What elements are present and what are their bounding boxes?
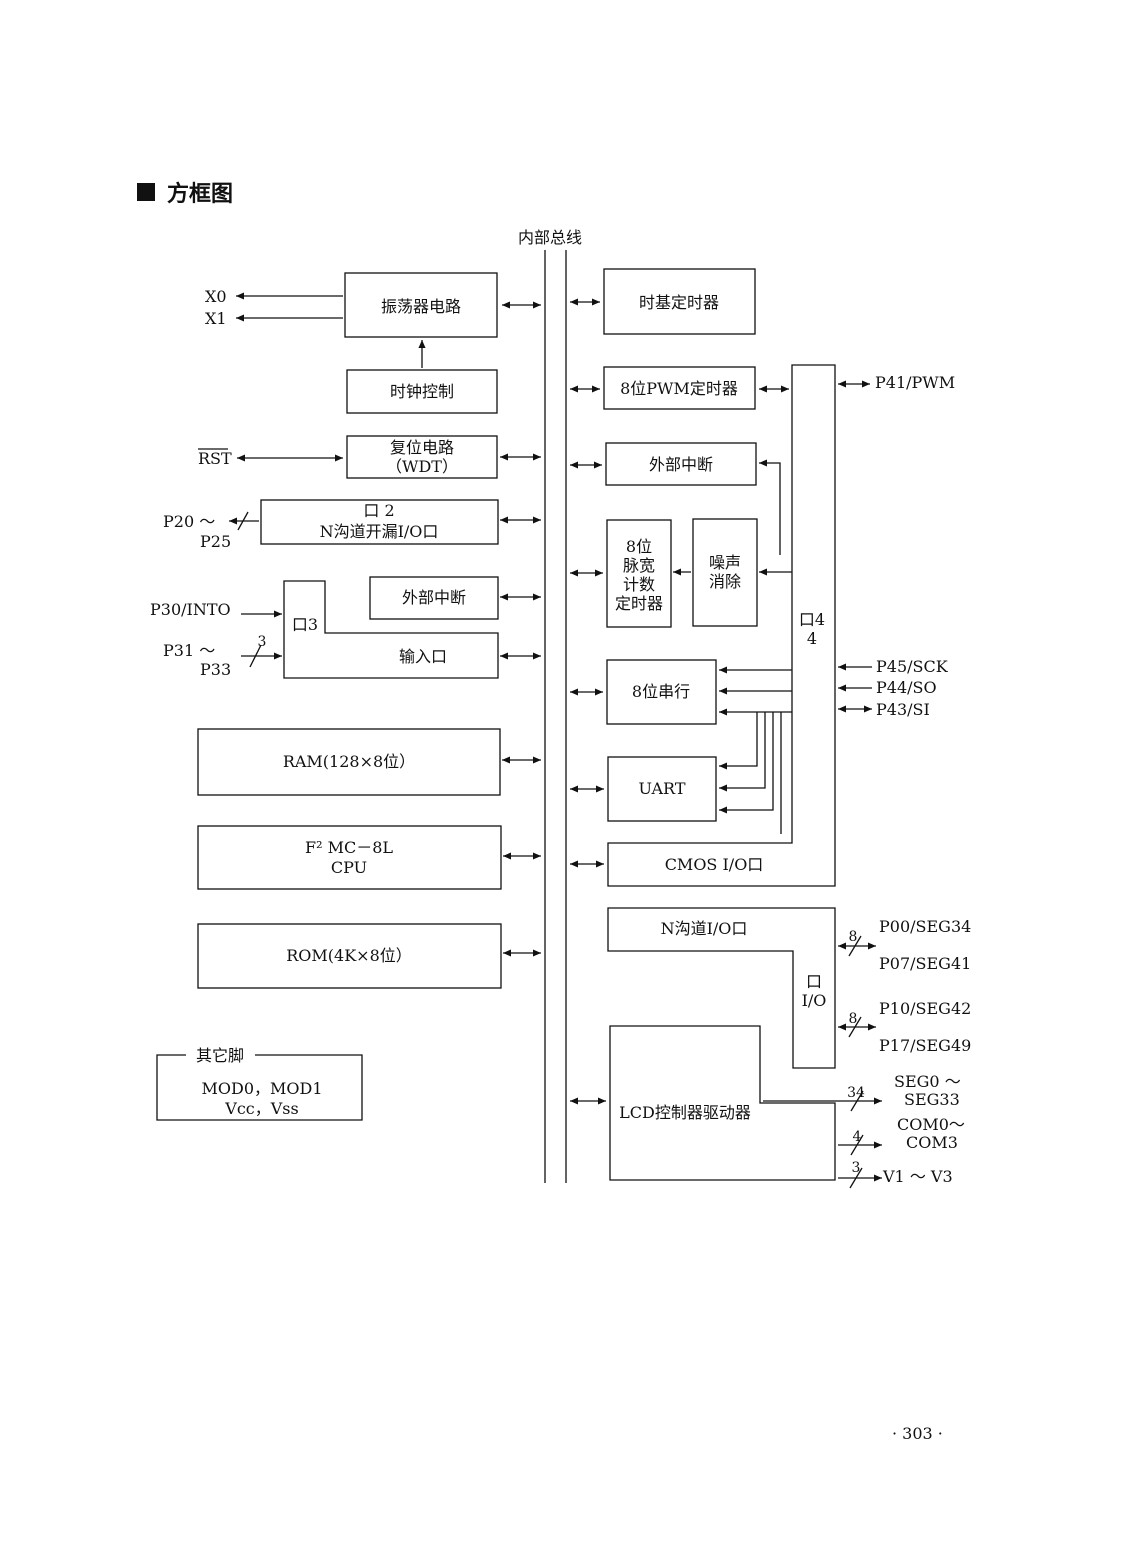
ext-int-right-box — [605, 442, 757, 486]
uart-label: UART — [639, 779, 686, 798]
uart-in-arrow-1 — [719, 712, 758, 770]
nch-io-box — [607, 907, 836, 1069]
serial-label: 8位串行 — [632, 682, 690, 701]
timebase-label: 时基定时器 — [639, 293, 719, 312]
rom-box — [197, 923, 502, 989]
width-port3: 3 — [258, 634, 267, 650]
v-slash — [849, 1167, 863, 1189]
ram-label: RAM(128×8位） — [283, 752, 415, 771]
pin-p41: P41/PWM — [875, 373, 955, 392]
pwm-box — [603, 366, 756, 410]
pin-p17: P17/SEG49 — [879, 1036, 971, 1055]
pwm-label: 8位PWM定时器 — [620, 379, 738, 398]
pin-p00: P00/SEG34 — [879, 917, 971, 936]
pin-p25: P25 — [200, 532, 231, 551]
cpu-label-1: F² MC－8L — [305, 838, 393, 857]
noise-box — [692, 518, 758, 627]
port3-label: 口3 — [292, 615, 318, 634]
port2-box — [260, 499, 499, 545]
p1-slash — [848, 1016, 862, 1038]
reset-box — [346, 435, 498, 479]
noise-label-1: 噪声 — [709, 553, 741, 572]
oscillator-box — [344, 272, 498, 338]
cpu-box — [197, 825, 502, 890]
ext-int-left-label: 外部中断 — [402, 588, 466, 607]
cmos-port4-box — [607, 364, 836, 887]
heading-text: 方框图 — [167, 182, 234, 207]
nch-io-label: N沟道I/O口 — [661, 919, 748, 938]
lcd-box — [609, 1025, 836, 1181]
cmos-io-label: CMOS I/O口 — [665, 855, 764, 874]
uart-box — [607, 756, 717, 822]
reset-label-2: （WDT） — [386, 457, 458, 476]
pin-p44: P44/SO — [876, 678, 937, 697]
pin-v: V1 ～ V3 — [882, 1167, 953, 1186]
other-pins-title: 其它脚 — [196, 1046, 244, 1065]
port4-to-extint-arrow — [759, 459, 781, 555]
other-pins-line-1: MOD0，MOD1 — [201, 1079, 322, 1098]
pin-p20: P20 ～ — [163, 512, 215, 531]
pulse-label-3: 计数 — [623, 575, 655, 594]
pin-x1: X1 — [205, 309, 227, 328]
pin-seg-b: SEG33 — [904, 1090, 960, 1109]
width-v: 3 — [852, 1160, 861, 1176]
bus-label: 内部总线 — [518, 228, 582, 247]
pin-p45: P45/SCK — [876, 657, 949, 676]
other-pins-line-2: Vcc，Vss — [224, 1099, 298, 1118]
reset-label-1: 复位电路 — [390, 438, 454, 457]
p31-slash — [249, 644, 262, 668]
clock-control-box — [346, 369, 498, 414]
port2-label-1: 口 2 — [363, 501, 394, 520]
port4-label-1: 口4 — [799, 610, 825, 629]
square-bullet-icon — [137, 183, 155, 201]
pin-p30: P30/INTO — [150, 600, 231, 619]
p20-slash — [237, 511, 249, 531]
section-heading: 方框图 — [137, 176, 233, 208]
uart-in-arrow-2 — [719, 712, 766, 792]
pulse-label-4: 定时器 — [615, 594, 663, 613]
lcd-label: LCD控制器驱动器 — [619, 1103, 751, 1122]
cpu-label-2: CPU — [331, 858, 367, 877]
ext-int-left-box — [369, 576, 499, 620]
port3-input-box — [283, 580, 499, 679]
pulse-label-2: 脉宽 — [623, 556, 655, 575]
input-port-label: 输入口 — [399, 647, 447, 666]
pin-p33: P33 — [200, 660, 231, 679]
port-io-label-2: I/O — [802, 991, 827, 1010]
port4-label-2: 4 — [807, 629, 817, 648]
page-number: · 303 · — [892, 1424, 943, 1443]
pin-p31: P31 ～ — [163, 641, 215, 660]
oscillator-label: 振荡器电路 — [381, 297, 461, 316]
uart-in-arrow-3 — [719, 712, 774, 814]
ext-int-right-label: 外部中断 — [649, 455, 713, 474]
width-seg: 34 — [847, 1085, 865, 1101]
pin-com-b: COM3 — [906, 1133, 958, 1152]
seg-slash — [850, 1090, 864, 1112]
pin-p07: P07/SEG41 — [879, 954, 971, 973]
pin-p10: P10/SEG42 — [879, 999, 971, 1018]
width-com: 4 — [853, 1129, 862, 1145]
port2-label-2: N沟道开漏I/O口 — [320, 522, 439, 541]
port-io-label-1: 口 — [806, 972, 822, 991]
pin-seg-a: SEG0 ～ — [894, 1072, 961, 1091]
pulse-counter-box — [606, 519, 672, 628]
com-slash — [850, 1134, 864, 1156]
pin-x0: X0 — [205, 287, 227, 306]
pulse-label-1: 8位 — [626, 537, 652, 556]
ram-box — [197, 728, 501, 796]
noise-label-2: 消除 — [709, 572, 741, 591]
rom-label: ROM(4K×8位） — [286, 946, 412, 965]
width-p1: 8 — [849, 1011, 858, 1027]
p0-slash — [848, 935, 862, 957]
serial-box — [606, 659, 717, 725]
pin-rst: RST — [198, 449, 232, 468]
clock-control-label: 时钟控制 — [390, 382, 454, 401]
other-pins-box — [156, 1054, 363, 1121]
width-p0: 8 — [849, 929, 858, 945]
pin-com-a: COM0～ — [897, 1115, 965, 1134]
pin-p43: P43/SI — [876, 700, 930, 719]
timebase-box — [603, 268, 756, 335]
